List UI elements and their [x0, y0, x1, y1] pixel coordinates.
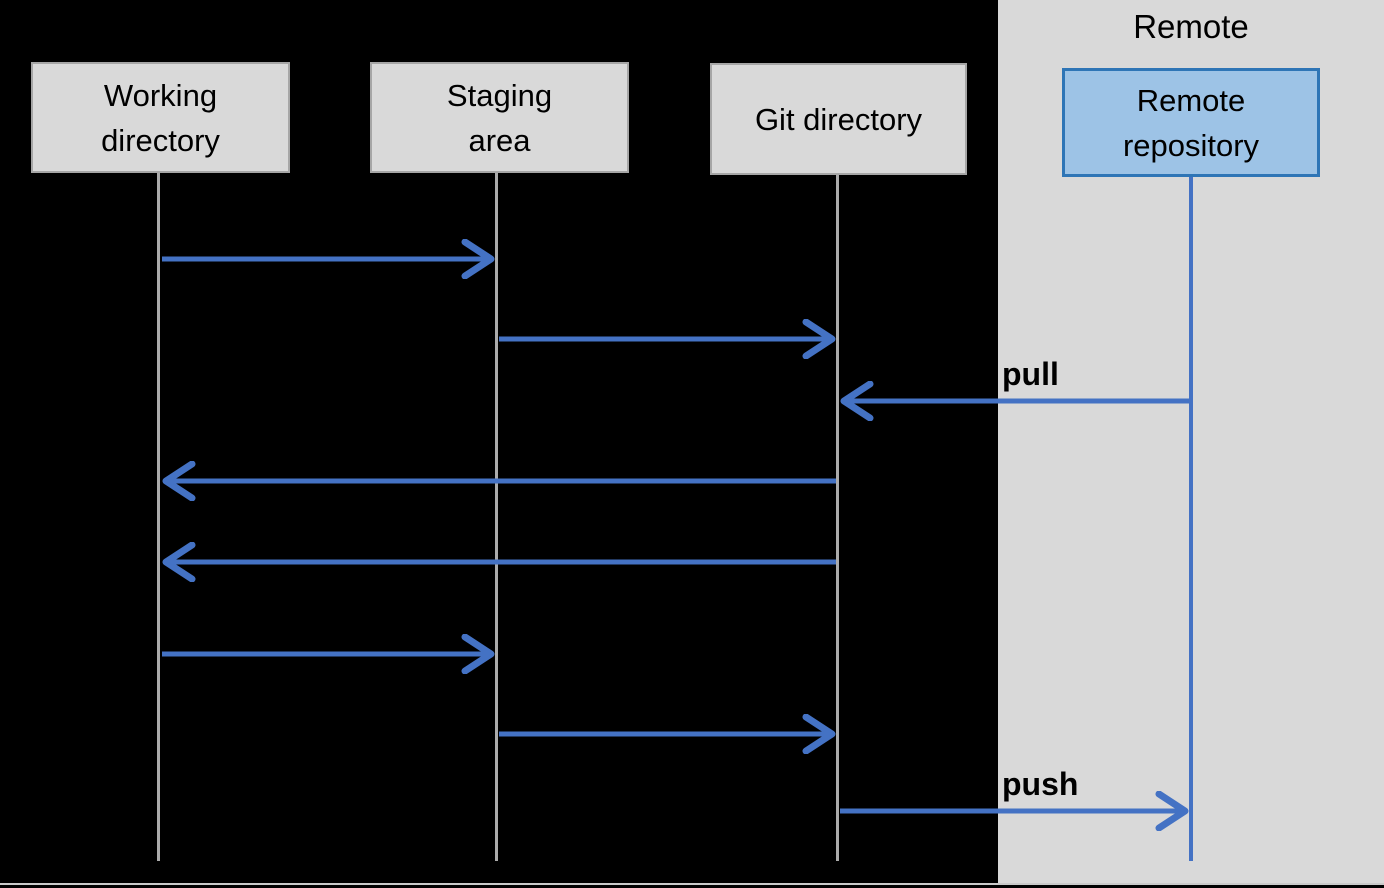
actor-label-working-directory: Working directory — [101, 77, 220, 158]
remote-panel-title: Remote — [1133, 8, 1249, 45]
lifeline-working-directory — [157, 173, 160, 861]
lifeline-remote-repository — [1189, 177, 1193, 861]
message-label-pull: pull — [1002, 356, 1059, 392]
actor-label-git-directory: Git directory — [754, 101, 923, 137]
actor-box-git-directory: Git directory — [710, 63, 967, 175]
actor-box-working-directory: Working directory — [31, 62, 290, 173]
message-label-push: push — [1002, 766, 1079, 802]
actor-box-remote-repository: Remote repository — [1062, 68, 1320, 177]
actor-label-staging-area: Staging area — [446, 77, 553, 158]
bottom-border-line — [0, 883, 1384, 885]
actor-label-remote-repository: Remote repository — [1122, 82, 1260, 163]
lifeline-staging-area — [495, 173, 498, 861]
actor-box-staging-area: Staging area — [370, 62, 629, 173]
lifeline-git-directory — [836, 175, 839, 861]
